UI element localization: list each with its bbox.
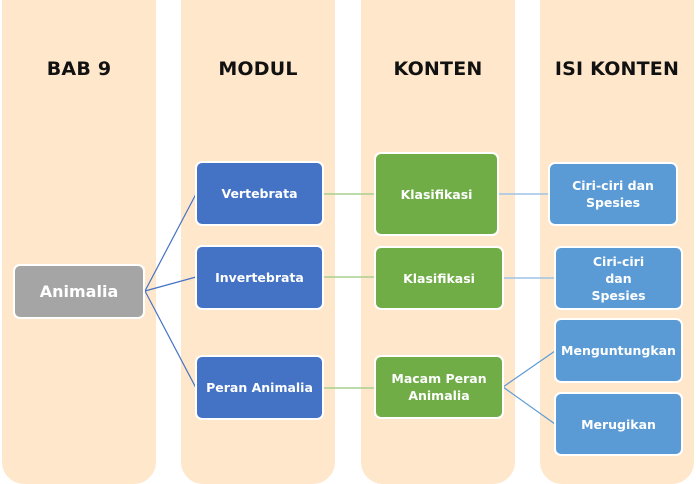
edge-animalia-vertebrata <box>144 193 197 292</box>
node-vertebrata: Vertebrata <box>195 161 324 226</box>
edge-animalia-invertebrata <box>144 276 197 292</box>
node-peran-animalia: Peran Animalia <box>195 355 324 420</box>
edge-macam-merugikan <box>502 386 556 425</box>
edge-animalia-peran <box>144 290 197 389</box>
column-header-konten: KONTEN <box>393 58 483 80</box>
node-invertebrata: Invertebrata <box>195 245 324 310</box>
node-animalia: Animalia <box>13 264 145 319</box>
node-klasifikasi-vertebrata: Klasifikasi <box>374 152 499 236</box>
node-klasifikasi-invertebrata: Klasifikasi <box>374 246 504 310</box>
column-header-modul: MODUL <box>218 58 298 80</box>
column-header-isi-konten: ISI KONTEN <box>554 58 680 80</box>
node-ciri-ciri-spesies-1: Ciri-ciri dan Spesies <box>548 162 678 226</box>
node-merugikan: Merugikan <box>554 392 683 456</box>
edge-macam-menguntungkan <box>502 350 556 388</box>
column-header-bab: BAB 9 <box>46 58 112 80</box>
column-bab <box>2 0 156 484</box>
node-ciri-ciri-spesies-2: Ciri-ciri dan Spesies <box>554 246 683 310</box>
node-macam-peran-animalia: Macam Peran Animalia <box>374 355 504 419</box>
node-menguntungkan: Menguntungkan <box>554 318 683 383</box>
